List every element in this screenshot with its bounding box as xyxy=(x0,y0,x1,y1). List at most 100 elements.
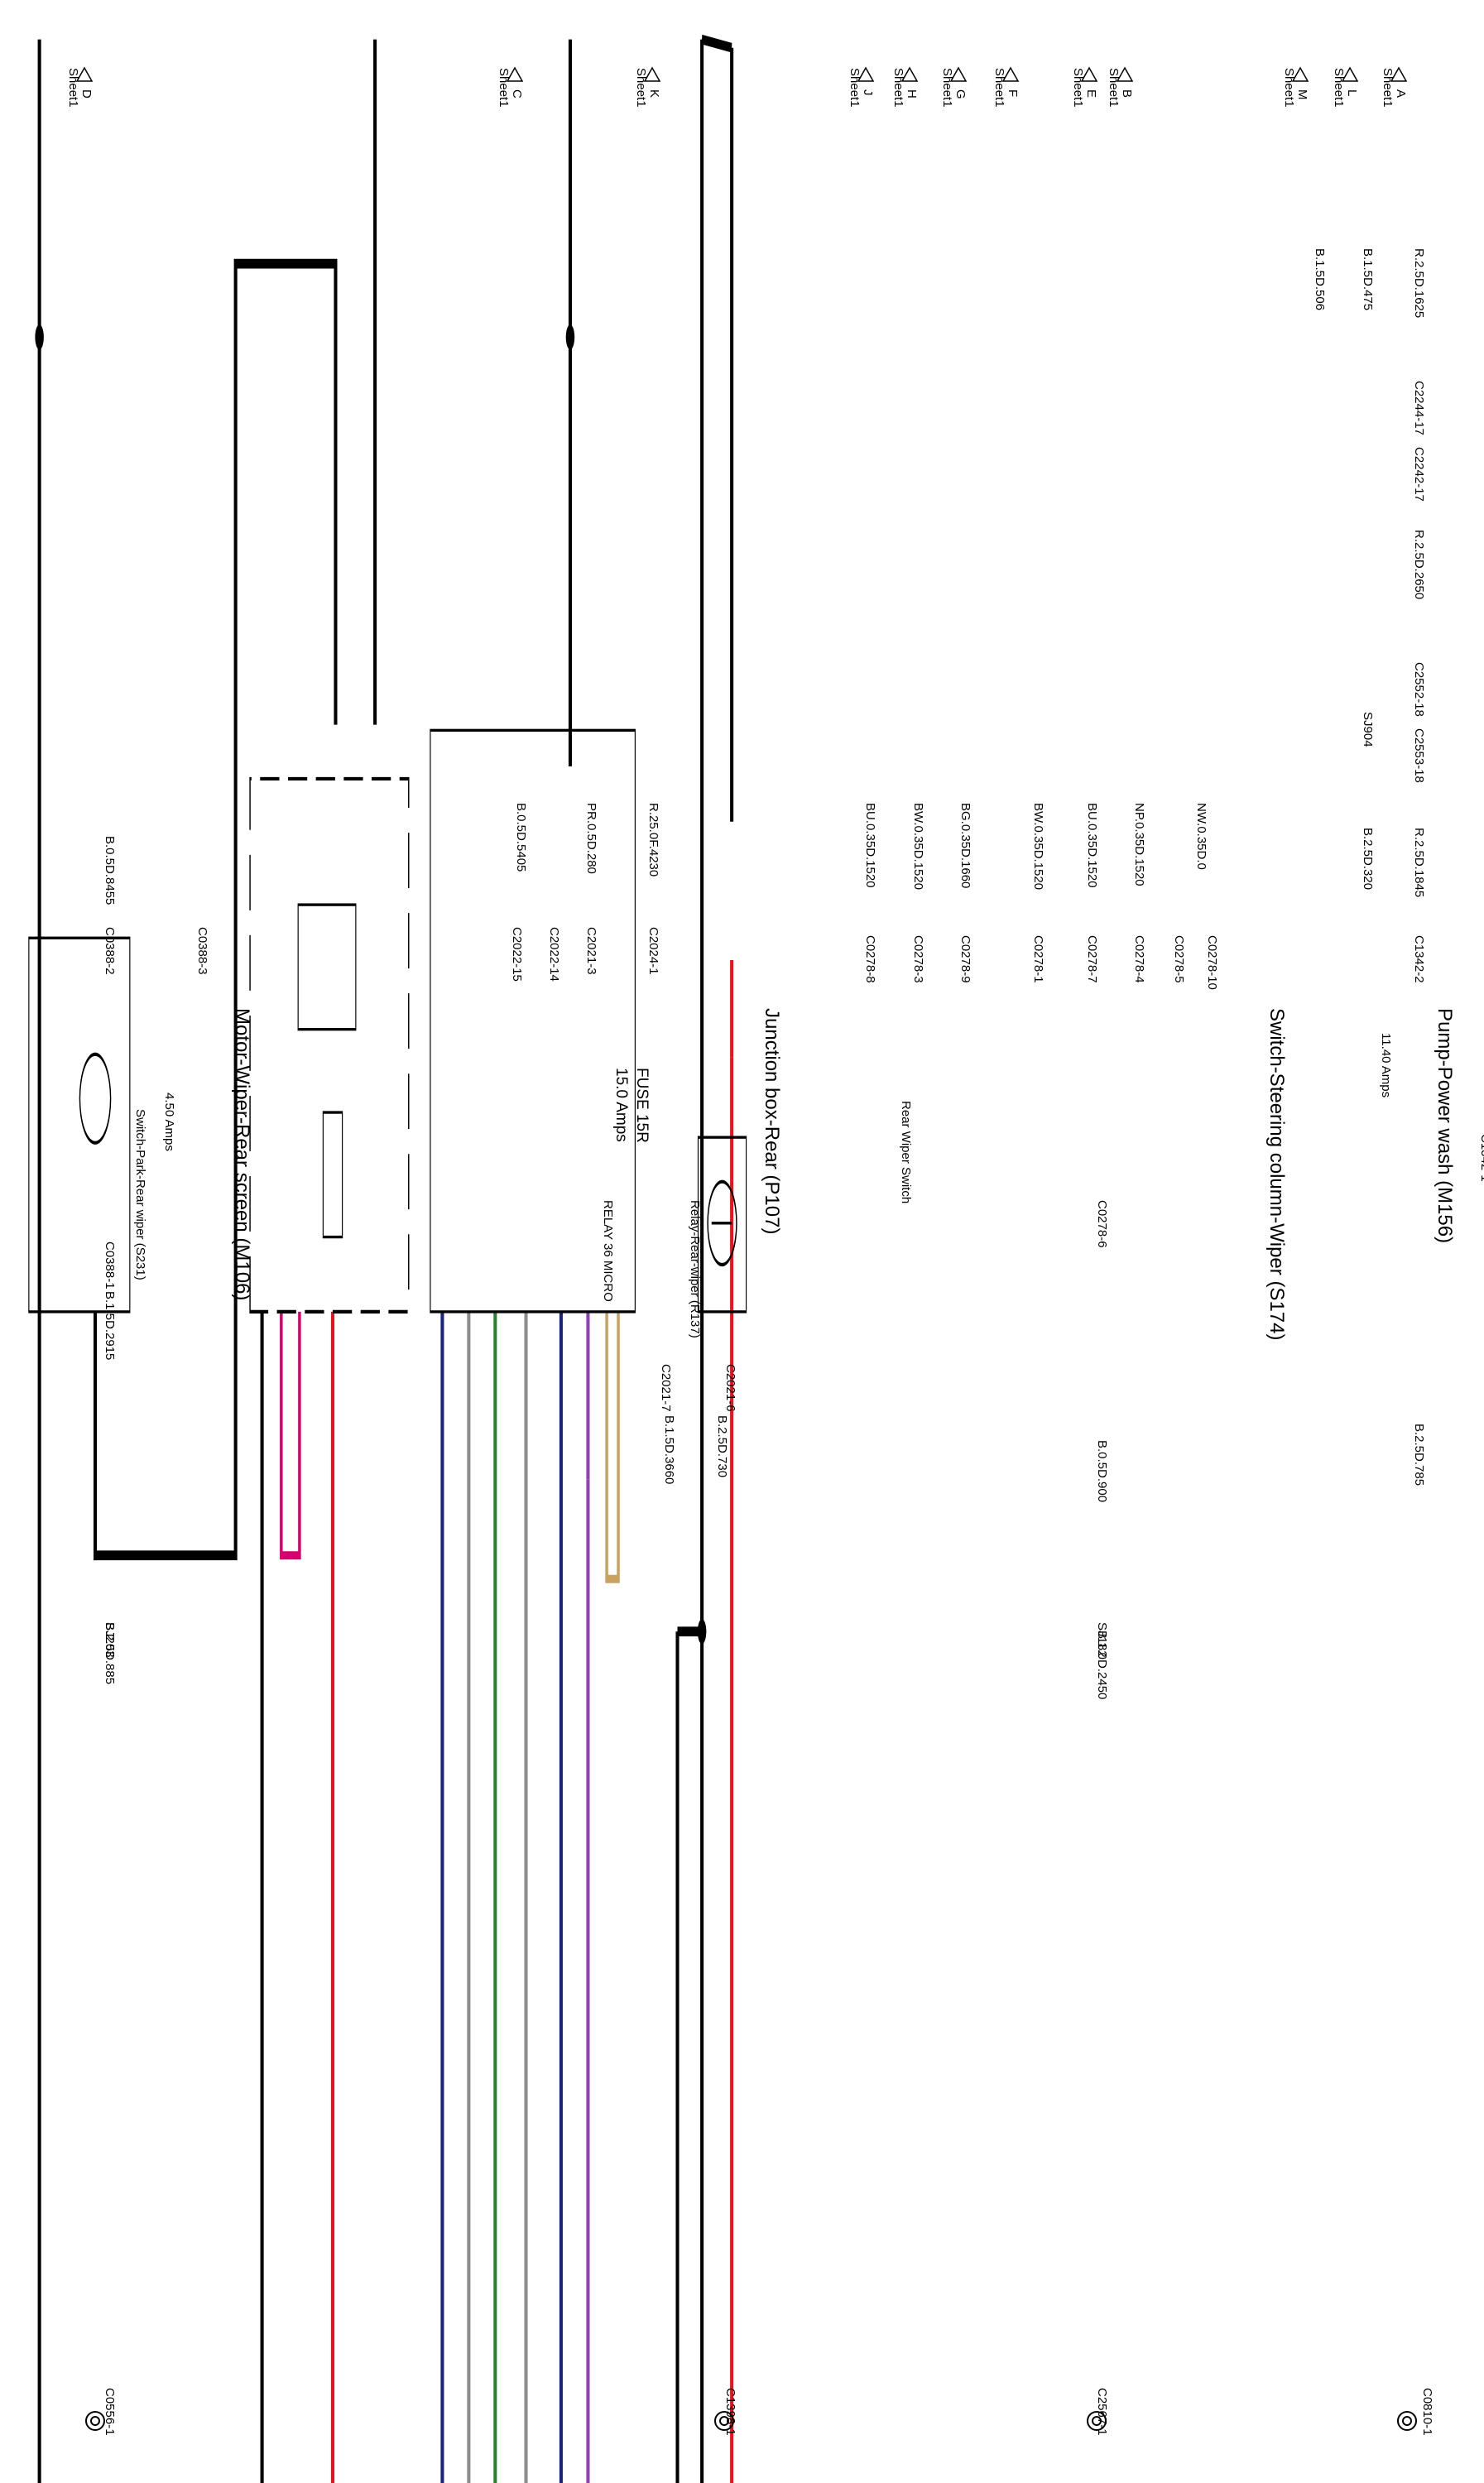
wire-label: R.2.5D.1625 xyxy=(1412,248,1426,318)
sheet-name-e: Sheet1 xyxy=(1071,68,1085,108)
connector-label: C2021-6 xyxy=(723,1364,737,1412)
wire-label: NP.0.35D.1520 xyxy=(1132,803,1146,886)
connector-label: C0278-6 xyxy=(1095,1200,1109,1248)
sheet-arrow-icon xyxy=(1341,66,1359,82)
ground-terminal-icon xyxy=(714,2411,734,2431)
sheet-name-f: Sheet1 xyxy=(992,68,1006,108)
sheet-letter-d: D xyxy=(79,89,94,98)
pump-rating: 11.40 Amps xyxy=(1379,1033,1393,1097)
connector-label: C0810-1 xyxy=(1420,2388,1434,2436)
wire-label: R.2.5D.2650 xyxy=(1412,530,1426,599)
ground-terminal-icon xyxy=(1397,2411,1417,2431)
sheet-name-k: Sheet1 xyxy=(634,68,648,108)
splice-sj904-dot xyxy=(697,1619,707,1645)
wire-label: B.0.5D.5405 xyxy=(514,803,528,872)
park-switch-label: Switch-Park-Rear wiper (S231) xyxy=(133,1109,147,1280)
splice-sj182-dot xyxy=(565,324,575,350)
connector-label: C2022-15 xyxy=(510,927,524,982)
wire-label: B.1.5D.506 xyxy=(1313,248,1327,310)
junction-box xyxy=(249,776,410,1314)
connector-label: C0388-1 xyxy=(103,1242,117,1290)
connector-label: C0278-3 xyxy=(911,935,925,983)
wire-label: NW.0.35D.0 xyxy=(1194,803,1208,870)
wire-label: B.2.5D.885 xyxy=(103,1622,117,1684)
wire-nw-loop xyxy=(605,1311,620,1583)
motor-box xyxy=(28,936,131,1314)
wire-label: BG.0.35D.1660 xyxy=(958,803,973,888)
sheet-letter-k: K xyxy=(647,89,661,98)
wire-label: B.1.5D.2915 xyxy=(103,1291,117,1360)
sheet-letter-l: L xyxy=(1345,89,1359,96)
ground-terminal-icon xyxy=(85,2411,105,2431)
sheet-letter-f: F xyxy=(1006,89,1020,97)
motor-title: Motor-Wiper-Rear screen (M106) xyxy=(231,1008,253,1300)
connector-label: C2552-18 xyxy=(1412,662,1426,717)
motor-icon xyxy=(707,1179,737,1267)
connector-label: C2242-17 xyxy=(1412,447,1426,502)
sheet-name-h: Sheet1 xyxy=(891,68,905,108)
connector-label: C0278-1 xyxy=(1031,935,1045,983)
fuse-name: FUSE 15R xyxy=(633,1068,651,1143)
fuse-icon xyxy=(322,1111,343,1239)
sheet-name-d: Sheet1 xyxy=(66,68,80,108)
wire-label: B.0.5D.900 xyxy=(1095,1440,1109,1502)
splice-sj203-dot xyxy=(35,324,44,350)
wire-label: B.2.5D.320 xyxy=(1361,828,1375,890)
connector-label: C1342-2 xyxy=(1412,935,1426,983)
wire-label: B.1.5D.3660 xyxy=(662,1415,676,1484)
sheet-name-m: Sheet1 xyxy=(1282,68,1296,108)
sheet-name-a: Sheet1 xyxy=(1381,68,1395,108)
splice-label: SJ203 xyxy=(103,1622,117,1658)
connector-label: C0278-8 xyxy=(863,935,877,983)
switch-title: Switch-Steering column-Wiper (S174) xyxy=(1265,1008,1288,1340)
motor-rating: 4.50 Amps xyxy=(162,1093,176,1151)
sheet-letter-h: H xyxy=(905,89,919,98)
connector-label: C0556-1 xyxy=(103,2388,117,2436)
wire-label: B.1.0D.2450 xyxy=(1095,1631,1109,1699)
connector-label: C2024-1 xyxy=(646,927,660,975)
sheet-arrow-icon xyxy=(643,66,661,82)
wire-label: BU.0.35D.1520 xyxy=(1085,803,1099,888)
connector-label: C0278-9 xyxy=(958,935,973,983)
fuse-rating: 15.0 Amps xyxy=(612,1068,630,1142)
connector-label: C2021-3 xyxy=(584,927,598,975)
sheet-letter-b: B xyxy=(1120,89,1134,98)
relay-type: RELAY 36 MICRO xyxy=(601,1200,615,1302)
connector-label: C0388-3 xyxy=(195,927,209,975)
connector-label: C1342-1 xyxy=(1478,1134,1484,1182)
wire-label: B.2.5D.730 xyxy=(715,1415,729,1477)
sheet-letter-c: C xyxy=(510,89,524,98)
sheet-arrow-icon xyxy=(949,66,968,82)
junction-title: Junction box-Rear (P107) xyxy=(761,1008,783,1234)
wire-label: R.25.0F.4230 xyxy=(646,803,660,876)
sheet-name-c: Sheet1 xyxy=(497,68,511,108)
splice-label: SJ182 xyxy=(1095,1622,1109,1658)
wire-motor-feed xyxy=(93,258,338,1561)
sheet-arrow-icon xyxy=(900,66,919,82)
connector-label: C0388-2 xyxy=(103,927,117,975)
wire-m xyxy=(675,1626,703,2483)
wire-l xyxy=(700,34,734,2483)
wire-label: R.2.5D.1845 xyxy=(1412,828,1426,897)
wire-label: BW.0.35D.1520 xyxy=(1031,803,1045,890)
connector-label: C0278-7 xyxy=(1085,935,1099,983)
relay-icon xyxy=(297,903,357,1031)
sheet-name-l: Sheet1 xyxy=(1332,68,1346,108)
relay-title: Relay-Rear-wiper (R137) xyxy=(688,1200,702,1338)
sheet-arrow-icon xyxy=(1001,66,1020,82)
sheet-letter-g: G xyxy=(953,89,968,99)
connector-label: C0278-10 xyxy=(1205,935,1219,990)
wire-pr-loop xyxy=(280,1311,301,1560)
connector-label: C2553-18 xyxy=(1412,728,1426,783)
wire-label: B.2.5D.785 xyxy=(1412,1424,1426,1486)
rear-wiper-switch-label: Rear Wiper Switch xyxy=(899,1101,913,1203)
wire-label: B.1.5D.475 xyxy=(1361,248,1375,310)
wire-label: BU.0.35D.1520 xyxy=(863,803,877,888)
switch-box xyxy=(430,728,636,1314)
ground-terminal-icon xyxy=(1087,2411,1107,2431)
sheet-letter-e: E xyxy=(1084,89,1098,98)
sheet-arrow-icon xyxy=(1080,66,1098,82)
splice-label: SJ904 xyxy=(1361,712,1375,747)
sheet-name-b: Sheet1 xyxy=(1107,68,1121,108)
